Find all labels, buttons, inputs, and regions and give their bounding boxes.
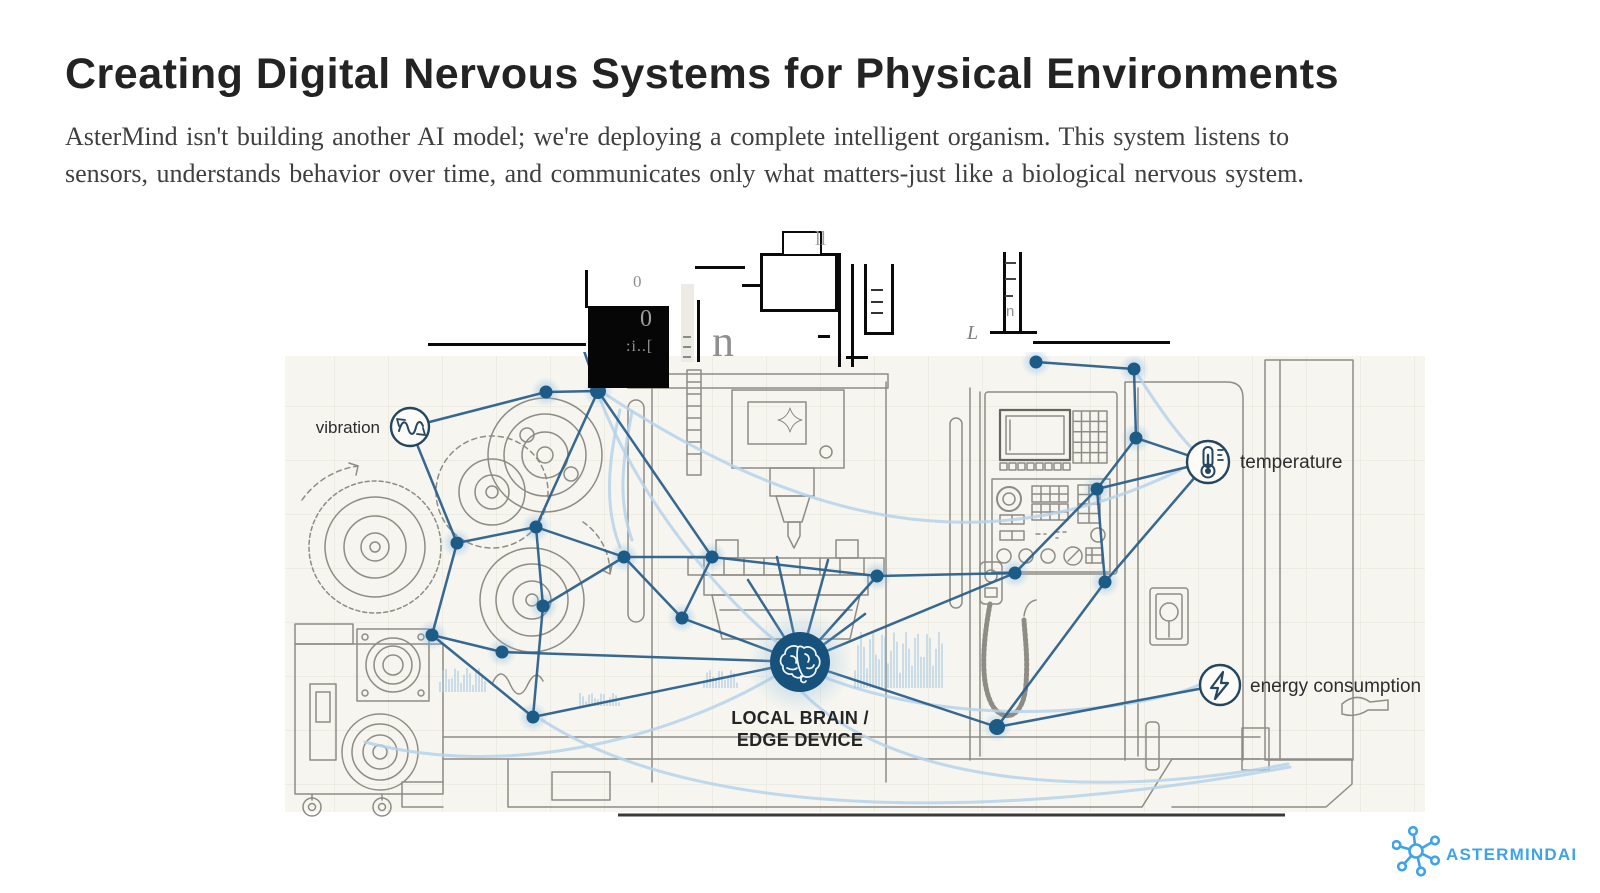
glitch-line <box>838 253 841 367</box>
glitch-line <box>585 270 588 308</box>
glitch-column <box>681 284 694 362</box>
glitch-line <box>846 356 868 359</box>
glitch-line <box>695 266 745 269</box>
glitch-line <box>864 264 867 335</box>
energy-icon <box>1198 663 1242 707</box>
glitch-char: n <box>1006 303 1015 320</box>
glitch-line <box>851 264 854 367</box>
glitch-black-box: 0 :i..[ <box>588 306 669 388</box>
page-title: Creating Digital Nervous Systems for Phy… <box>65 50 1339 98</box>
intro-line-1: AsterMind isn't building another AI mode… <box>65 122 1290 151</box>
brain-label-line1: LOCAL BRAIN / <box>731 708 869 728</box>
sensor-anchors: vibration temperature energy consumption… <box>316 406 1421 750</box>
glitch-char: n <box>712 317 734 366</box>
glitch-box <box>782 231 822 254</box>
glitch-char: ll <box>815 228 827 250</box>
vibration-icon <box>389 406 431 448</box>
brand-logo-text: ASTERMINDAI <box>1446 845 1578 864</box>
glitch-line <box>1019 252 1022 333</box>
intro-line-2: sensors, understands behavior over time,… <box>65 159 1304 188</box>
glitch-tick <box>871 312 883 314</box>
glitch-line <box>990 331 1037 334</box>
glitch-tick <box>1005 278 1016 280</box>
machine-illustration: vibration temperature energy consumption… <box>280 352 1430 827</box>
brand-logo: ASTERMINDAI <box>1392 820 1592 882</box>
energy-consumption-label: energy consumption <box>1250 676 1421 697</box>
glitch-tick <box>871 301 883 303</box>
glitch-line <box>891 264 894 335</box>
asterisk-logo-icon <box>1392 825 1441 877</box>
glitch-line <box>428 343 586 346</box>
brain-icon <box>779 645 821 684</box>
glitch-line <box>818 335 830 338</box>
vibration-label: vibration <box>316 418 380 437</box>
intro-paragraph: AsterMind isn't building another AI mode… <box>65 118 1525 192</box>
glitch-box <box>760 253 838 312</box>
temperature-label: temperature <box>1240 452 1342 473</box>
glitch-tick <box>871 289 883 291</box>
glitch-line <box>864 332 894 335</box>
glitch-tick <box>1005 295 1013 297</box>
glitch-char: :i..[ <box>626 338 654 355</box>
glitch-tick <box>1005 262 1016 264</box>
glitch-line <box>742 284 760 287</box>
glitch-line <box>697 300 700 362</box>
temperature-icon <box>1185 439 1231 485</box>
glitch-char: L <box>967 322 979 344</box>
brain-label-line2: EDGE DEVICE <box>737 730 863 750</box>
glitch-char: 0 <box>633 272 642 291</box>
sensor-network <box>408 352 1222 742</box>
edge-device-brain <box>748 610 852 714</box>
glitch-line <box>1033 341 1170 344</box>
glitch-line <box>1003 252 1006 333</box>
glitch-char: 0 <box>640 306 652 332</box>
